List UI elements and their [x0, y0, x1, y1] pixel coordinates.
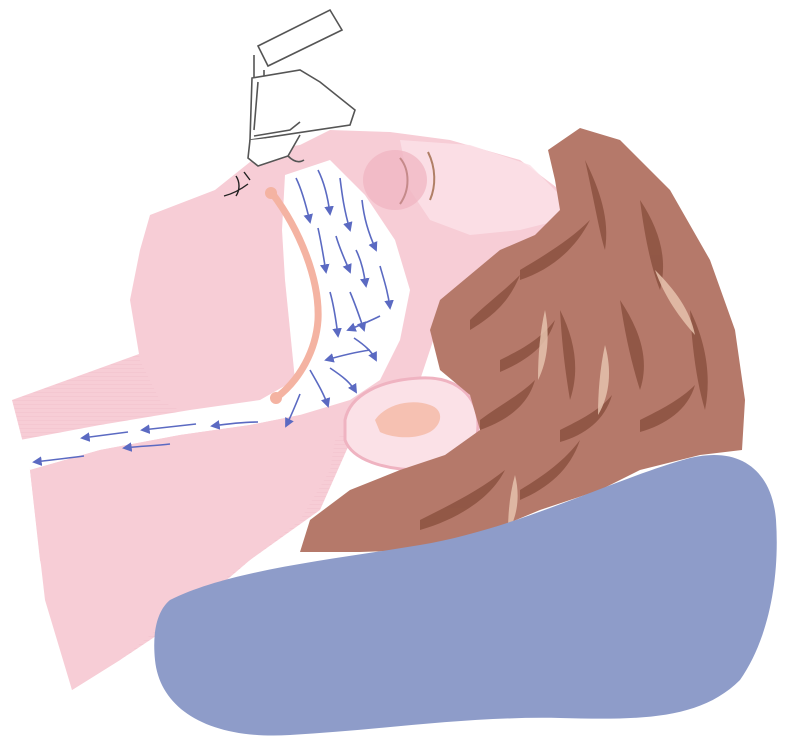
closed-eye	[363, 150, 427, 210]
